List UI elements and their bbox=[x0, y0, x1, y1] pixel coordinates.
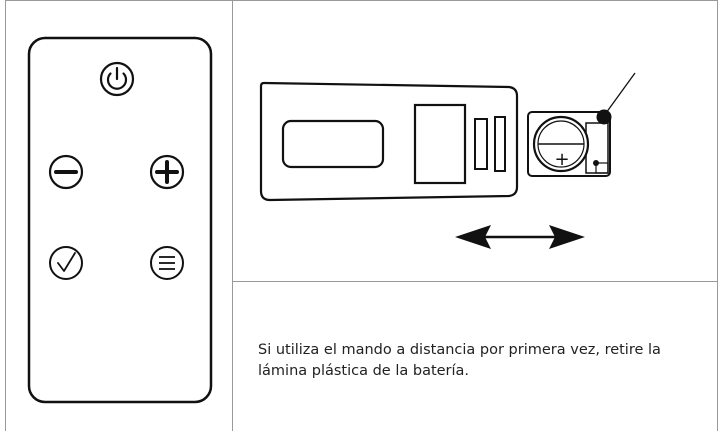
table-row-divider bbox=[232, 281, 718, 282]
table-center-divider bbox=[232, 0, 233, 431]
plastic-pull-tab bbox=[596, 72, 636, 125]
battery-plus-symbol: + bbox=[554, 149, 569, 170]
power-icon bbox=[99, 61, 135, 97]
double-arrow-icon bbox=[455, 225, 585, 249]
table-left-border bbox=[5, 0, 6, 431]
remote-illustration-cell bbox=[6, 1, 232, 431]
battery-removal-diagram: + bbox=[259, 72, 636, 249]
minus-icon bbox=[48, 154, 84, 190]
remote-control-illustration bbox=[27, 36, 213, 404]
table-top-border bbox=[5, 0, 718, 1]
compartment-slot-2 bbox=[494, 116, 506, 172]
battery-compartment bbox=[413, 103, 467, 185]
instruction-text: Si utiliza el mando a distancia por prim… bbox=[258, 342, 661, 379]
remote-back-recess bbox=[281, 119, 385, 169]
plus-icon bbox=[149, 154, 185, 190]
table-right-border bbox=[717, 0, 718, 431]
check-icon bbox=[49, 246, 83, 280]
menu-icon bbox=[150, 246, 184, 280]
remote-body bbox=[27, 36, 213, 404]
coin-battery: + bbox=[532, 115, 599, 173]
compartment-slot-1 bbox=[474, 118, 488, 170]
battery-diagram-cell: + bbox=[233, 1, 717, 281]
